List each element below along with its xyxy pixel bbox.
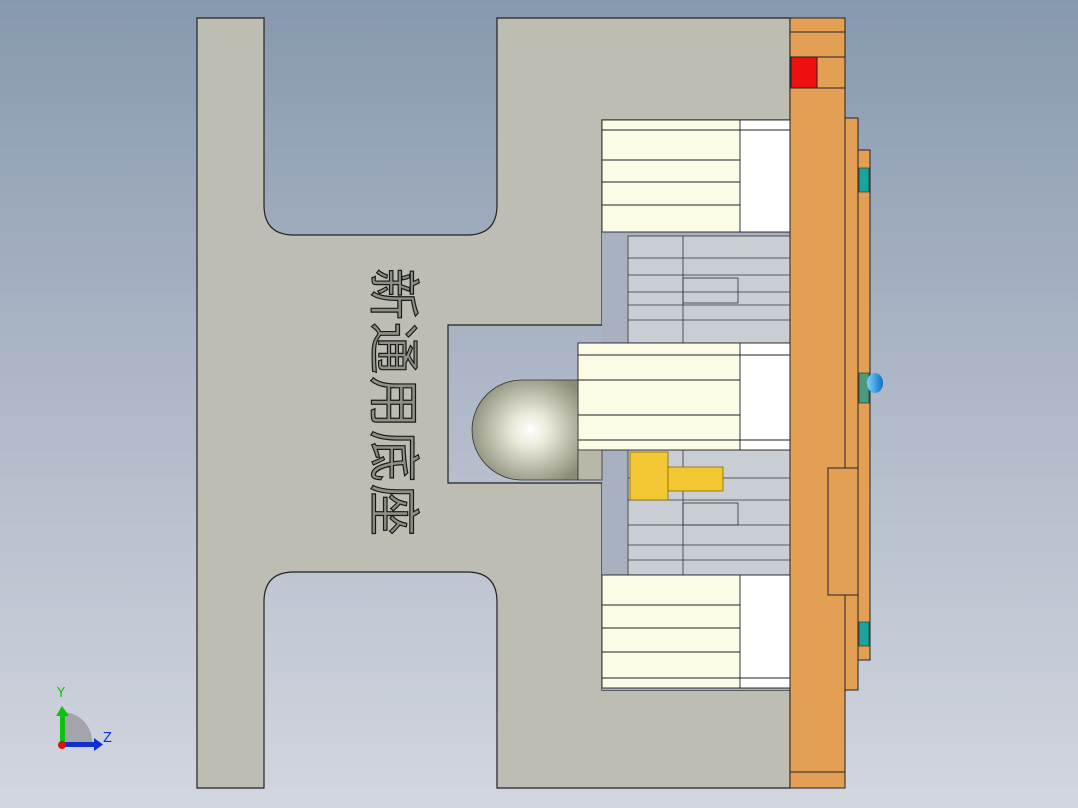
gray-guide-upper[interactable] [627, 235, 791, 344]
insert-middle[interactable] [577, 342, 791, 451]
z-axis-label: Z [103, 731, 112, 746]
locator-shank [577, 449, 603, 481]
cyan-part-mid [858, 372, 870, 404]
insert-bottom[interactable] [601, 574, 791, 689]
y-axis-label: Y [57, 686, 65, 701]
insert-top[interactable] [601, 119, 791, 233]
cyan-part-top [858, 167, 870, 193]
cyan-part-bottom [858, 621, 870, 647]
blue-ball[interactable] [867, 373, 883, 393]
yellow-pin[interactable] [629, 451, 724, 501]
dome-locator[interactable] [471, 379, 579, 481]
red-block[interactable] [790, 56, 818, 89]
engraved-part-text: 新通用底座 [361, 267, 422, 539]
orange-plate[interactable] [789, 17, 871, 789]
base-body[interactable] [196, 17, 791, 789]
axis-triad [56, 706, 103, 751]
